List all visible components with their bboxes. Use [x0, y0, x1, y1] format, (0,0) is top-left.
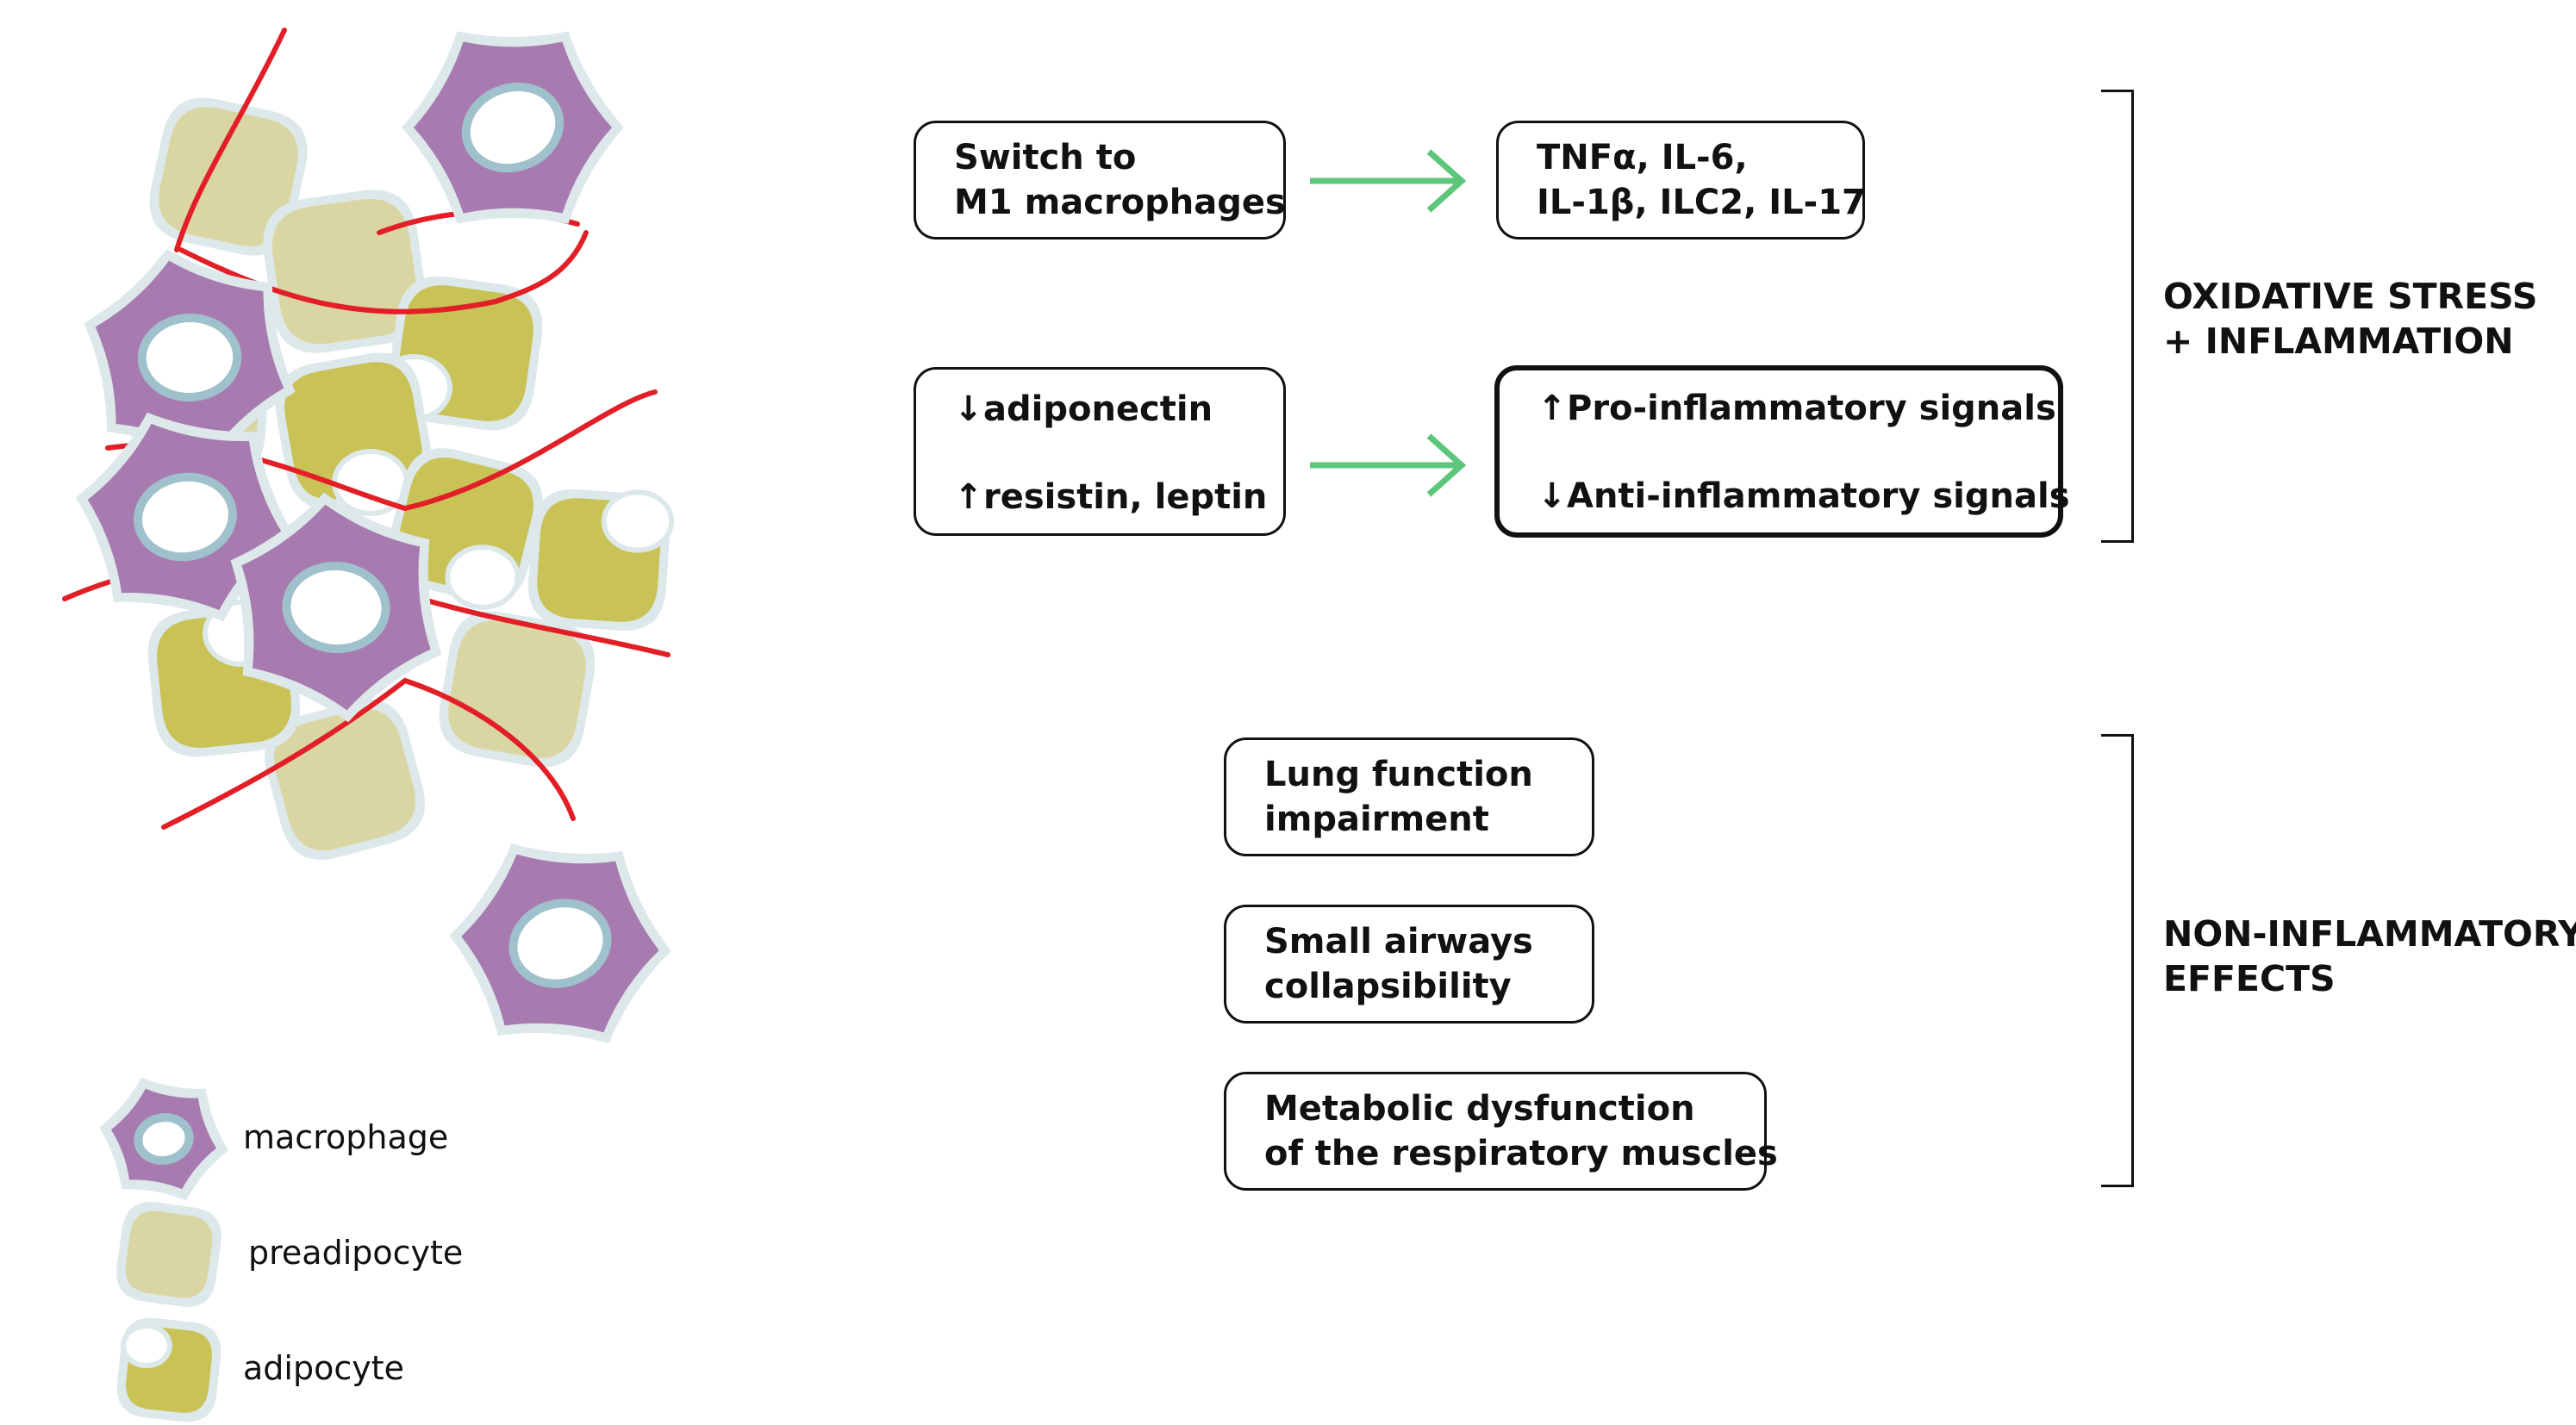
nucleus — [461, 82, 564, 173]
adipokines-line2: ↑resistin, leptin — [954, 475, 1267, 520]
signals-line2: ↓Anti-inflammatory signals — [1537, 474, 2070, 519]
legend-preadipocyte-label: preadipocyte — [248, 1234, 464, 1272]
vessel-line — [161, 677, 576, 830]
arrow-m1-to-cytokines — [1310, 149, 1467, 213]
noninflammatory-bracket — [2101, 734, 2134, 1187]
adipose-tissue-illustration — [62, 28, 675, 1422]
down-arrow-icon: ↓ — [954, 389, 983, 429]
macrophage-cell — [84, 248, 296, 467]
preadipocyte-cell — [439, 611, 596, 768]
legend-macrophage-icon — [99, 1077, 228, 1201]
signals-box: ↑Pro-inflammatory signals ↓Anti-inflamma… — [1494, 365, 2070, 538]
small-airways-box: Small airways collapsibility — [1224, 905, 1594, 1024]
noninflammatory-label-line2: EFFECTS — [2163, 958, 2336, 999]
cytokines-line1: TNFα, IL-6, — [1537, 138, 1748, 177]
nucleus — [134, 1113, 194, 1165]
lipid-droplet — [445, 544, 521, 610]
lipid-droplet — [601, 489, 675, 553]
arrow-adipokines-to-signals — [1310, 433, 1467, 497]
airways-line2: collapsibility — [1264, 967, 1512, 1006]
up-arrow-icon: ↑ — [954, 477, 983, 517]
up-arrow-icon: ↑ — [1537, 389, 1567, 428]
oxidative-label-line2: + INFLAMMATION — [2163, 320, 2514, 362]
noninflammatory-label-line1: NON-INFLAMMATORY — [2163, 913, 2576, 955]
m1-switch-line1: Switch to — [954, 138, 1137, 177]
nucleus — [137, 313, 242, 402]
macrophage-cell — [449, 843, 671, 1043]
down-arrow-icon: ↓ — [1537, 476, 1567, 516]
adiponectin-label: adiponectin — [983, 389, 1213, 429]
oxidative-bracket — [2101, 90, 2134, 543]
vessel-line — [174, 28, 287, 252]
airways-line1: Small airways — [1264, 922, 1533, 961]
nucleus — [282, 561, 390, 654]
legend-preadipocyte-icon — [116, 1202, 221, 1307]
lung-line1: Lung function — [1264, 755, 1533, 794]
anti-inflammatory-label: Anti-inflammatory signals — [1567, 476, 2070, 516]
macrophage-cell — [230, 492, 442, 723]
cytokines-line2: IL-1β, ILC2, IL-17 — [1537, 183, 1866, 222]
resistin-leptin-label: resistin, leptin — [983, 477, 1268, 517]
legend-macrophage-label: macrophage — [243, 1118, 449, 1156]
macrophage-cells — [75, 31, 671, 1043]
lipid-droplet — [121, 1322, 172, 1369]
pro-inflammatory-label: Pro-inflammatory signals — [1567, 389, 2056, 428]
oxidative-label-line1: OXIDATIVE STRESS — [2163, 276, 2538, 317]
lung-function-box: Lung function impairment — [1224, 737, 1594, 856]
nucleus — [508, 899, 612, 988]
noninflammatory-group-label: NON-INFLAMMATORY EFFECTS — [2163, 912, 2576, 1001]
signals-line1: ↑Pro-inflammatory signals — [1537, 386, 2056, 431]
m1-switch-line2: M1 macrophages — [954, 183, 1286, 222]
m1-switch-box: Switch to M1 macrophages — [914, 121, 1286, 240]
adipokines-line1: ↓adiponectin — [954, 387, 1213, 432]
metabolic-line2: of the respiratory muscles — [1264, 1134, 1778, 1173]
lung-line2: impairment — [1264, 800, 1489, 839]
nucleus — [134, 472, 237, 562]
legend-adipocyte-label: adipocyte — [243, 1349, 404, 1387]
legend-icons — [99, 1077, 228, 1422]
metabolic-dysfunction-box: Metabolic dysfunction of the respiratory… — [1224, 1072, 1778, 1191]
cytokines-box: TNFα, IL-6, IL-1β, ILC2, IL-17 — [1496, 121, 1866, 240]
macrophage-cell — [402, 31, 624, 224]
oxidative-group-label: OXIDATIVE STRESS + INFLAMMATION — [2163, 274, 2537, 364]
metabolic-line1: Metabolic dysfunction — [1264, 1089, 1695, 1129]
adipokines-box: ↓adiponectin ↑resistin, leptin — [914, 367, 1286, 536]
